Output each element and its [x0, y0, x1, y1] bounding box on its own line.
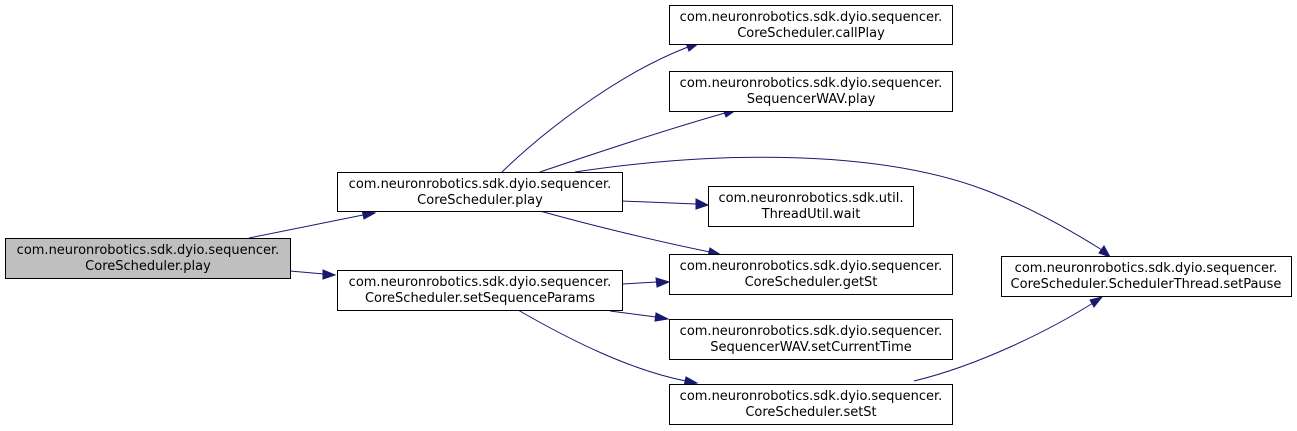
- node-line-1: com.neuronrobotics.sdk.dyio.sequencer.: [680, 10, 943, 25]
- node-line-1: com.neuronrobotics.sdk.dyio.sequencer.: [17, 243, 280, 258]
- node-line-2: CoreScheduler.setSequenceParams: [365, 291, 595, 306]
- node-line-2: CoreScheduler.SchedulerThread.setPause: [1011, 277, 1282, 292]
- edge-root-to-play: [248, 209, 377, 239]
- node-line-2: CoreScheduler.setSt: [745, 405, 876, 420]
- node-line-2: CoreScheduler.play: [85, 259, 211, 274]
- edge-set-sequence-params-to-set-current-time: [609, 310, 670, 322]
- node-line-2: CoreScheduler.callPlay: [737, 26, 885, 41]
- edge-play-to-thread-wait: [621, 198, 710, 210]
- node-core-scheduler-set-st[interactable]: com.neuronrobotics.sdk.dyio.sequencer. C…: [669, 384, 953, 425]
- node-core-scheduler-set-sequence-params[interactable]: com.neuronrobotics.sdk.dyio.sequencer. C…: [337, 270, 623, 311]
- node-line-1: com.neuronrobotics.sdk.dyio.sequencer.: [680, 389, 943, 404]
- node-line-2: SequencerWAV.play: [747, 92, 876, 107]
- node-line-1: com.neuronrobotics.sdk.dyio.sequencer.: [680, 259, 943, 274]
- node-line-1: com.neuronrobotics.sdk.util.: [719, 191, 904, 206]
- node-line-1: com.neuronrobotics.sdk.dyio.sequencer.: [1015, 261, 1278, 276]
- node-sequencer-wav-play[interactable]: com.neuronrobotics.sdk.dyio.sequencer. S…: [669, 71, 953, 112]
- edge-set-sequence-params-to-set-st: [517, 309, 699, 387]
- node-scheduler-thread-set-pause[interactable]: com.neuronrobotics.sdk.dyio.sequencer. C…: [1001, 256, 1292, 297]
- node-thread-util-wait[interactable]: com.neuronrobotics.sdk.util. ThreadUtil.…: [708, 186, 914, 227]
- node-core-scheduler-play[interactable]: com.neuronrobotics.sdk.dyio.sequencer. C…: [337, 172, 623, 212]
- node-line-2: ThreadUtil.wait: [761, 207, 861, 222]
- node-core-scheduler-get-st[interactable]: com.neuronrobotics.sdk.dyio.sequencer. C…: [669, 254, 953, 295]
- edge-set-sequence-params-to-get-st: [621, 277, 671, 288]
- node-root-core-scheduler-play[interactable]: com.neuronrobotics.sdk.dyio.sequencer. C…: [5, 238, 291, 279]
- edge-play-to-set-pause: [574, 156, 1112, 258]
- node-line-2: CoreScheduler.play: [417, 193, 543, 208]
- node-line-2: SequencerWAV.setCurrentTime: [710, 340, 912, 355]
- node-line-1: com.neuronrobotics.sdk.dyio.sequencer.: [349, 177, 612, 192]
- edge-play-to-wav-play: [539, 108, 738, 173]
- node-line-1: com.neuronrobotics.sdk.dyio.sequencer.: [680, 324, 943, 339]
- edge-root-to-set-sequence-params: [289, 269, 337, 280]
- node-line-1: com.neuronrobotics.sdk.dyio.sequencer.: [349, 275, 612, 290]
- edge-set-st-to-set-pause: [913, 296, 1104, 382]
- node-core-scheduler-call-play[interactable]: com.neuronrobotics.sdk.dyio.sequencer. C…: [669, 5, 953, 45]
- node-line-2: CoreScheduler.getSt: [745, 275, 878, 290]
- node-sequencer-wav-set-current-time[interactable]: com.neuronrobotics.sdk.dyio.sequencer. S…: [669, 319, 953, 360]
- node-line-1: com.neuronrobotics.sdk.dyio.sequencer.: [680, 76, 943, 91]
- edge-play-to-get-st: [539, 210, 723, 257]
